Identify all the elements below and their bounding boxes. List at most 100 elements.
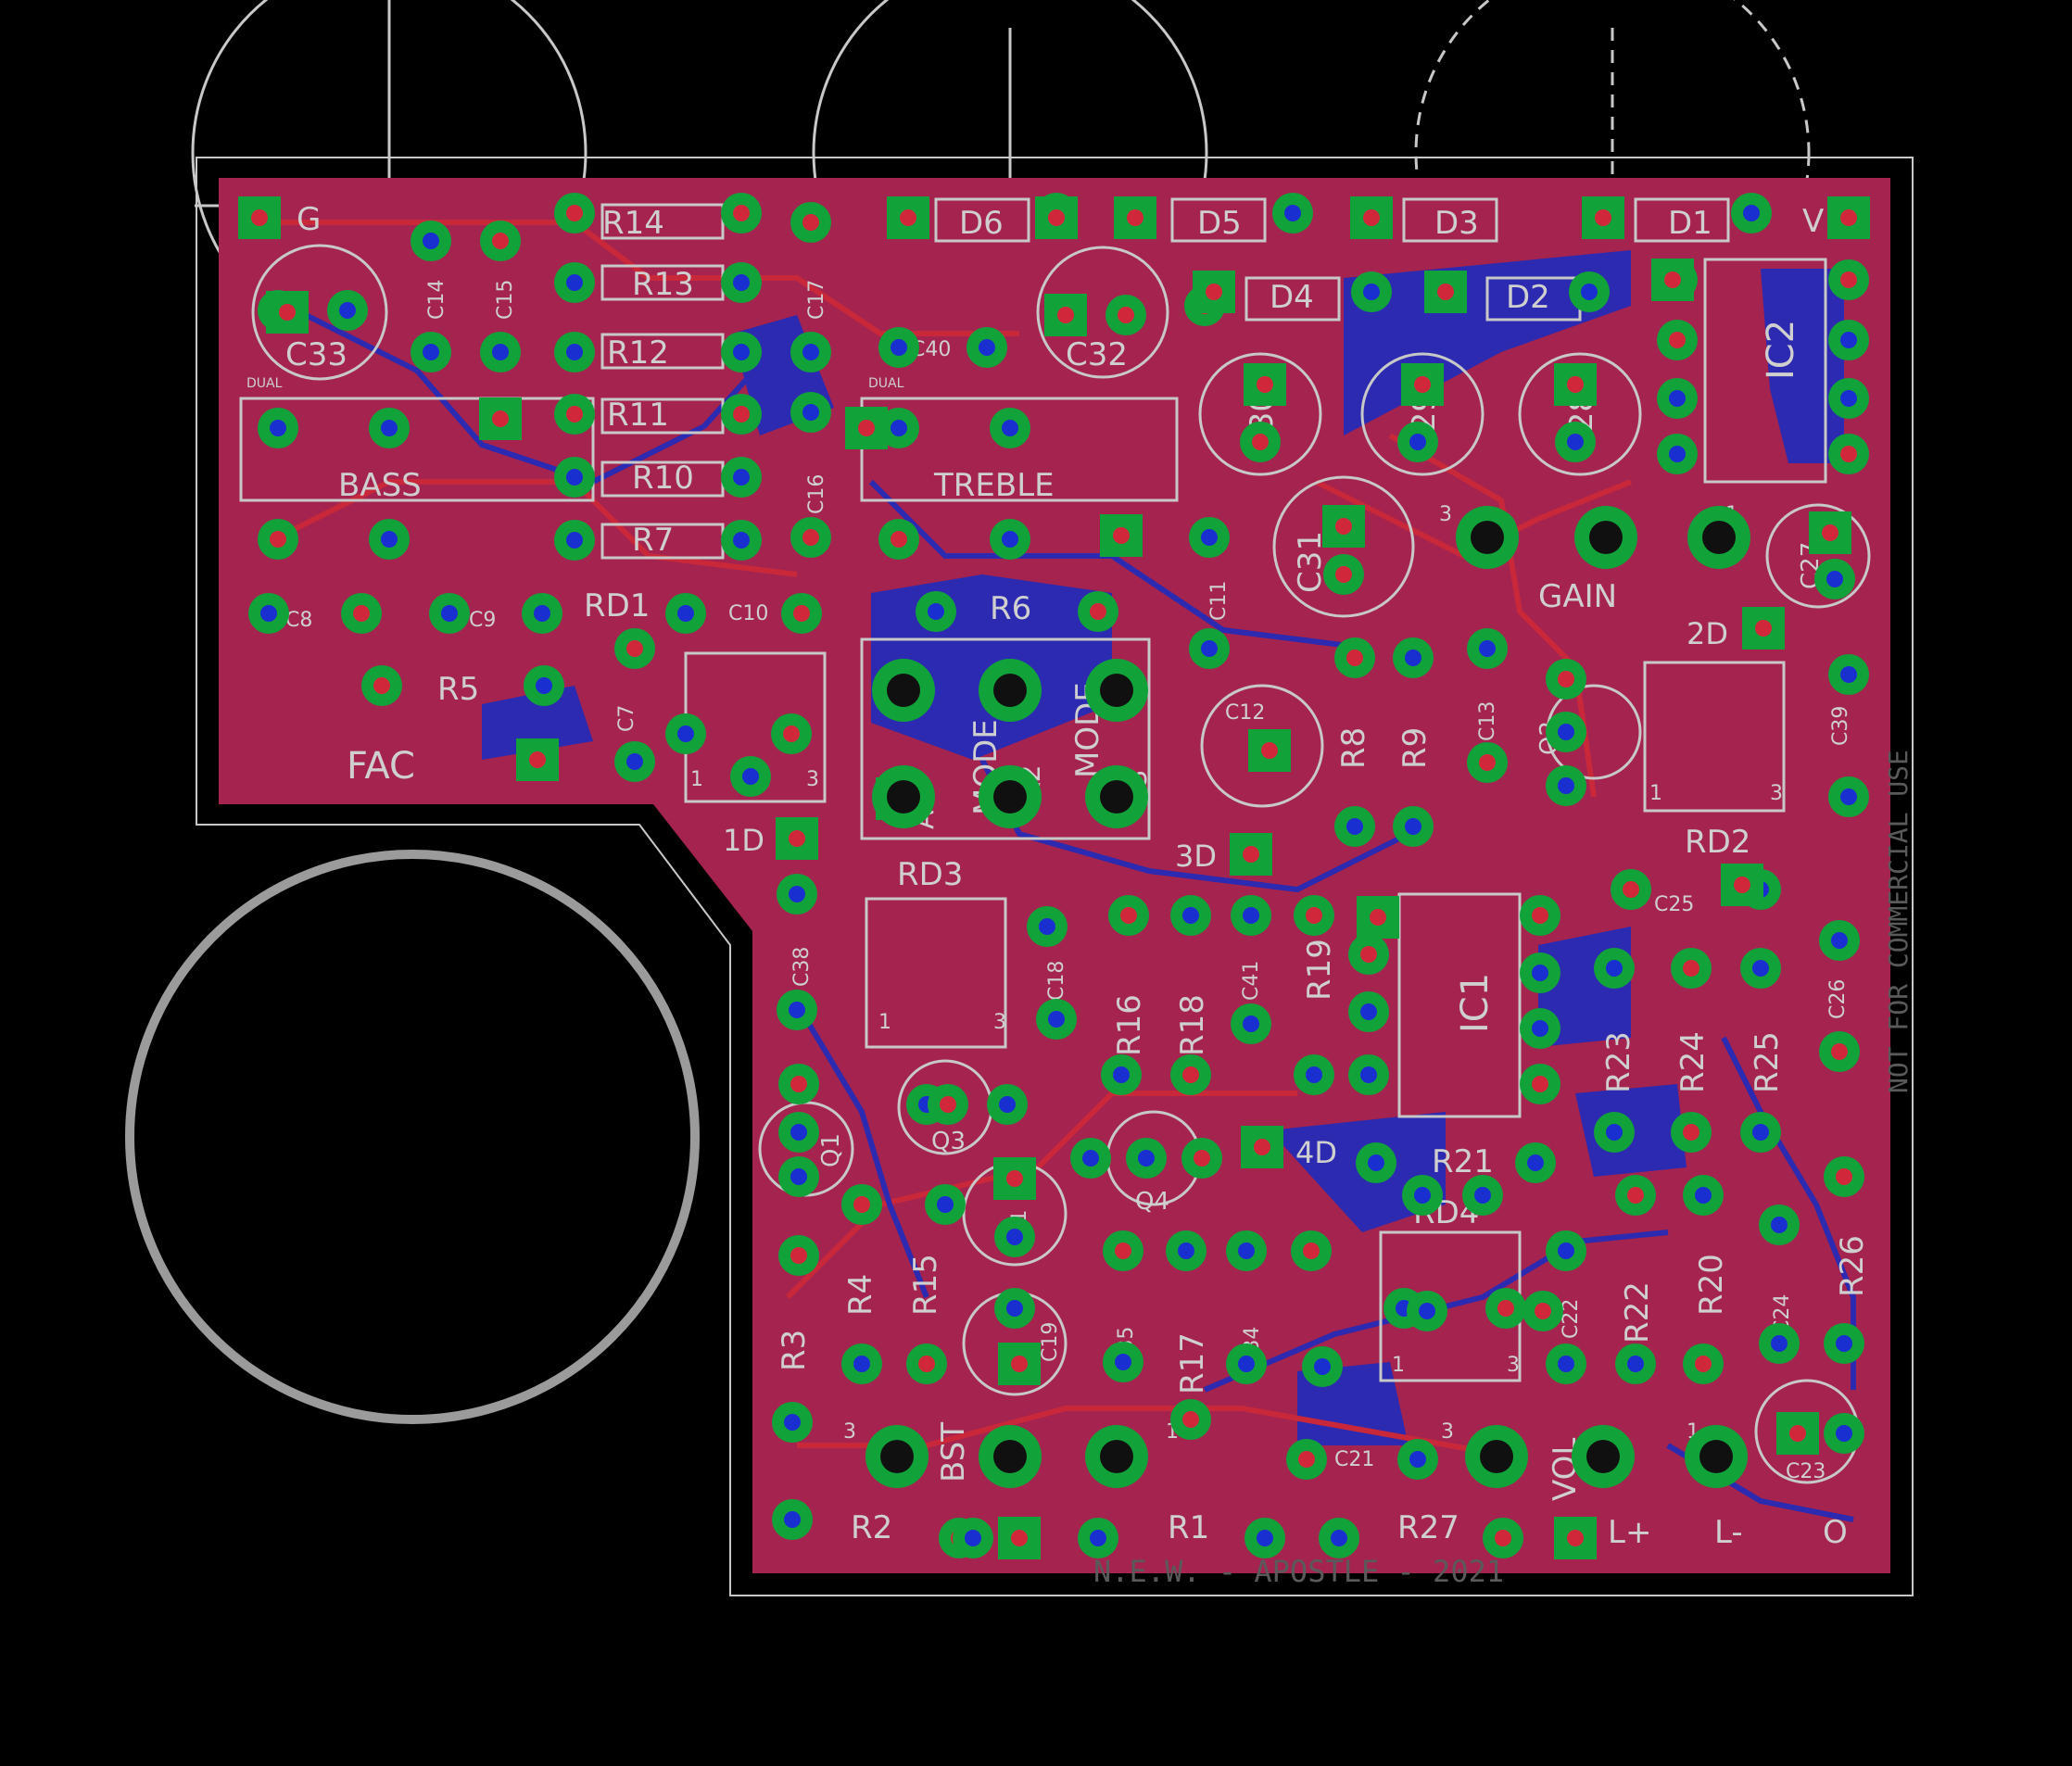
pad-drill — [1284, 205, 1301, 221]
pad-drill — [1606, 960, 1623, 977]
pad-drill — [790, 1076, 807, 1092]
label-d2: D2 — [1506, 279, 1550, 316]
pad-drill — [733, 205, 750, 221]
pad-drill — [790, 1168, 807, 1185]
pad-drill — [1002, 420, 1018, 436]
pad-drill — [1405, 650, 1421, 666]
pad-drill — [1474, 1187, 1491, 1204]
pad-drill — [251, 209, 268, 226]
pad-drill — [1100, 780, 1133, 814]
pad-drill — [279, 304, 296, 321]
footswitch-outline — [125, 850, 700, 1424]
pad-drill — [1238, 1356, 1255, 1372]
pad-drill — [1822, 524, 1838, 541]
label-c7: C7 — [615, 705, 638, 732]
label-rd3-pin3: 3 — [993, 1011, 1006, 1034]
label-vol-pin3: 3 — [1441, 1420, 1454, 1444]
pad-drill — [1048, 1011, 1065, 1028]
pad-drill — [1826, 571, 1843, 587]
pad-drill — [1252, 434, 1269, 450]
pad-drill — [1113, 527, 1130, 544]
label-rd1: RD1 — [584, 587, 650, 624]
pad-drill — [1558, 671, 1574, 687]
pad-drill — [1011, 1356, 1028, 1372]
pad-drill — [1257, 1530, 1273, 1546]
pad-drill — [626, 753, 643, 770]
pad-drill — [1048, 209, 1065, 226]
watermark-text: NOT FOR COMMERCIAL USE — [1883, 750, 1914, 1093]
pad-drill — [1606, 1124, 1623, 1141]
label-rd1-pin3: 3 — [806, 768, 819, 791]
label-rd3: RD3 — [897, 856, 963, 893]
pad-drill — [566, 205, 583, 221]
pad-drill — [566, 274, 583, 291]
pad-drill — [1409, 434, 1426, 450]
pad-drill — [733, 469, 750, 486]
pad-drill — [339, 302, 356, 319]
label-rd4-pin1: 1 — [1392, 1354, 1405, 1377]
label-c33: C33 — [285, 336, 347, 373]
pad-drill — [784, 1414, 801, 1431]
pad-drill — [1257, 376, 1273, 393]
pad-drill — [853, 1196, 870, 1213]
pad-drill — [1314, 1358, 1331, 1375]
pad-drill — [1243, 907, 1259, 924]
pad-drill — [1558, 1243, 1574, 1259]
label-ic1: IC1 — [1454, 973, 1497, 1033]
label-r13: R13 — [632, 266, 694, 303]
pad-drill — [1100, 674, 1133, 707]
pad-drill — [1683, 1124, 1699, 1141]
label-r14: R14 — [602, 205, 664, 242]
label-c23: C23 — [1786, 1460, 1826, 1483]
pad-drill — [858, 420, 875, 436]
pad-drill — [1471, 521, 1504, 554]
pad-drill — [1409, 1451, 1426, 1468]
pad-drill — [1595, 209, 1611, 226]
pad-drill — [1243, 846, 1259, 863]
pad-drill — [733, 344, 750, 360]
pad-drill — [1695, 1187, 1712, 1204]
pad-drill — [993, 780, 1027, 814]
label-bst-pin3: 3 — [843, 1420, 856, 1444]
label-2d: 2D — [1687, 616, 1728, 651]
pad-drill — [1238, 1243, 1255, 1259]
pad-drill — [1695, 1356, 1712, 1372]
pad-drill — [492, 233, 509, 249]
pad-drill — [784, 1511, 801, 1528]
pad-drill — [1090, 603, 1106, 620]
label-d5: D5 — [1197, 205, 1242, 242]
pad-drill — [940, 1096, 956, 1113]
pad-drill — [1558, 724, 1574, 740]
pad-drill — [1840, 209, 1857, 226]
label-r23: R23 — [1600, 1031, 1637, 1093]
pad-drill — [1840, 390, 1857, 407]
credit-text: N.E.W. - APOSTLE - 2021 — [1093, 1554, 1504, 1589]
pad-drill — [1178, 1243, 1194, 1259]
pad-drill — [1532, 1020, 1548, 1037]
pad-drill — [353, 605, 370, 622]
pad-drill — [891, 531, 907, 548]
pad-drill — [1702, 521, 1736, 554]
pad-drill — [1836, 1168, 1852, 1185]
pad-drill — [790, 1124, 807, 1141]
pad-drill — [1360, 1003, 1377, 1020]
label-c9: C9 — [469, 609, 496, 632]
pad-drill — [1306, 1066, 1322, 1083]
pad-drill — [802, 529, 819, 546]
pad-drill — [1138, 1150, 1155, 1167]
pad-drill — [1115, 1354, 1131, 1370]
label-rd3-pin1: 1 — [878, 1011, 891, 1034]
pad-drill — [1414, 1187, 1431, 1204]
pad-drill — [1752, 1124, 1769, 1141]
label-c12: C12 — [1225, 701, 1265, 725]
pad-drill — [492, 344, 509, 360]
pad-drill — [1535, 1303, 1551, 1319]
pad-drill — [1363, 209, 1380, 226]
pad-drill — [1360, 1066, 1377, 1083]
pad-drill — [423, 344, 439, 360]
label-r18: R18 — [1174, 994, 1211, 1056]
pad-drill — [733, 406, 750, 423]
label-r10: R10 — [632, 460, 694, 497]
pad-drill — [880, 1440, 914, 1473]
label-dual-treble: DUAL — [868, 376, 904, 391]
